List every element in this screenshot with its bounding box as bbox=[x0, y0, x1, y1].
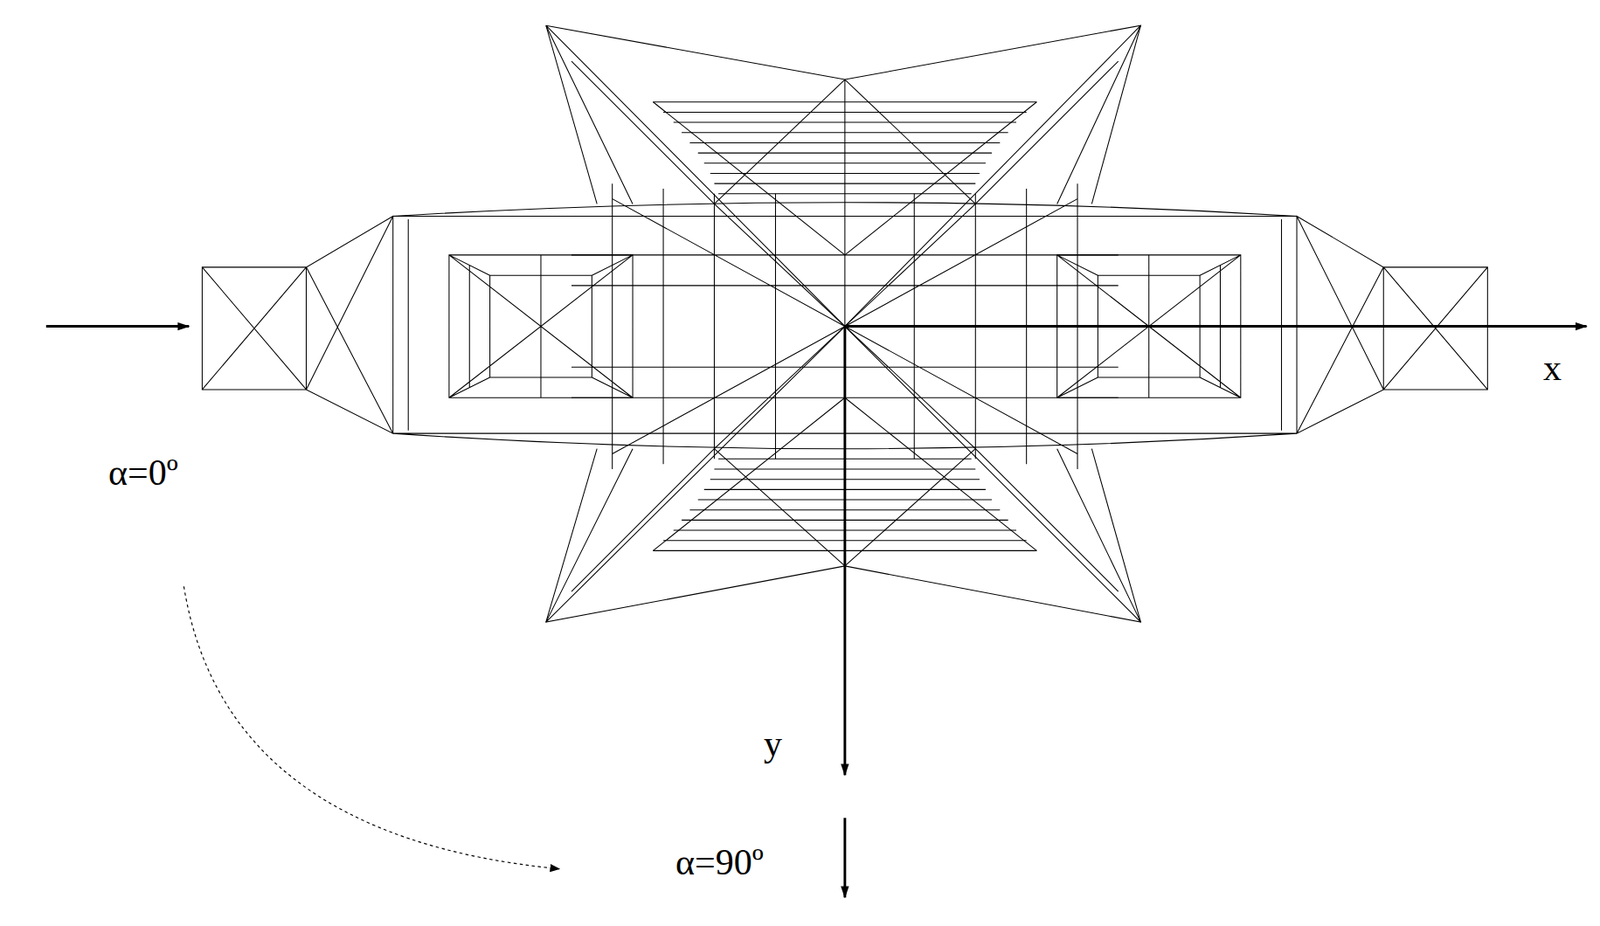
axis-label: x bbox=[1543, 349, 1562, 387]
axis-label: y bbox=[763, 725, 783, 762]
rotation-arc bbox=[183, 586, 560, 869]
angle-label: α=0º bbox=[108, 454, 179, 492]
axes bbox=[46, 326, 1587, 899]
angle-label: α=90º bbox=[675, 844, 764, 881]
